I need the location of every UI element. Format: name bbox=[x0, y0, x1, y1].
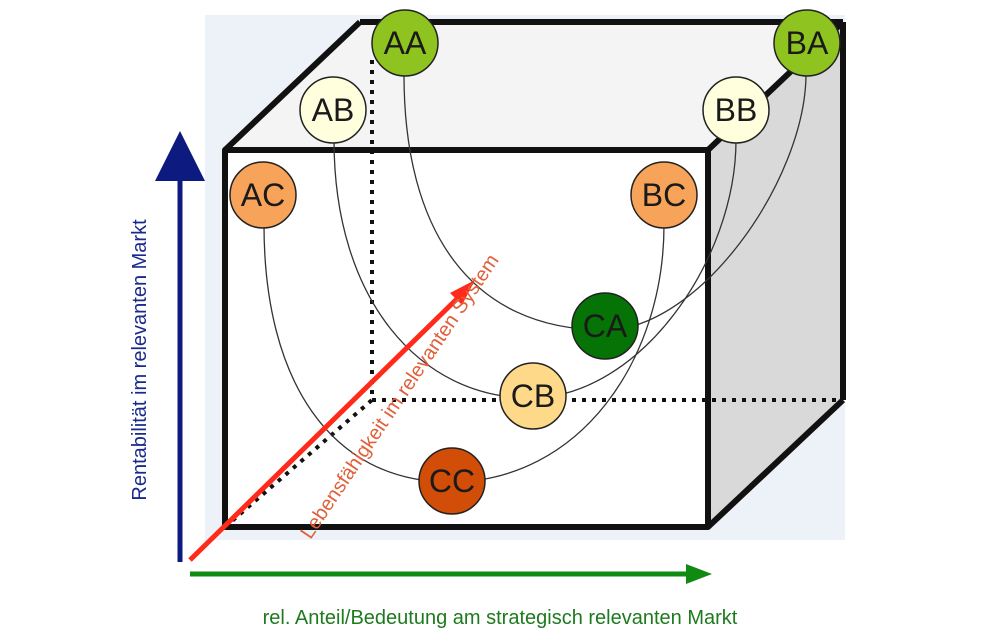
node-aa-label: AA bbox=[384, 25, 427, 61]
node-aa: AA bbox=[371, 9, 439, 77]
node-cc: CC bbox=[418, 447, 486, 515]
z-axis-arrowhead bbox=[450, 280, 475, 305]
node-cb-circle bbox=[499, 362, 567, 430]
node-ca: CA bbox=[571, 292, 639, 360]
node-aa-circle bbox=[371, 9, 439, 77]
node-ac-label: AC bbox=[241, 177, 285, 213]
z-axis-line bbox=[188, 290, 466, 562]
node-bb: BB bbox=[702, 76, 770, 144]
cube-side-face bbox=[708, 22, 843, 527]
node-ca-circle bbox=[571, 292, 639, 360]
node-bb-circle bbox=[702, 76, 770, 144]
node-bc-label: BC bbox=[642, 177, 686, 213]
node-ab-circle bbox=[299, 76, 367, 144]
node-bc-circle bbox=[630, 161, 698, 229]
node-cc-label: CC bbox=[429, 463, 475, 499]
node-ba-circle bbox=[773, 9, 841, 77]
node-ab-label: AB bbox=[312, 92, 355, 128]
node-cc-circle bbox=[418, 447, 486, 515]
y-axis-label: Rentabilität im relevanten Markt bbox=[129, 219, 151, 501]
cube-edges bbox=[222, 19, 846, 530]
node-ac: AC bbox=[229, 161, 297, 229]
node-cb-label: CB bbox=[511, 378, 555, 414]
node-cb: CB bbox=[499, 362, 567, 430]
node-ca-label: CA bbox=[583, 308, 628, 344]
node-bb-label: BB bbox=[715, 92, 758, 128]
node-ba-label: BA bbox=[786, 25, 829, 61]
node-ba: BA bbox=[773, 9, 841, 77]
node-ac-circle bbox=[229, 161, 297, 229]
x-axis-arrowhead bbox=[686, 564, 712, 584]
x-axis-label: rel. Anteil/Bedeutung am strategisch rel… bbox=[263, 607, 738, 629]
node-ab: AB bbox=[299, 76, 367, 144]
cube-hidden-edge-diagonal bbox=[223, 398, 374, 529]
node-bc: BC bbox=[630, 161, 698, 229]
